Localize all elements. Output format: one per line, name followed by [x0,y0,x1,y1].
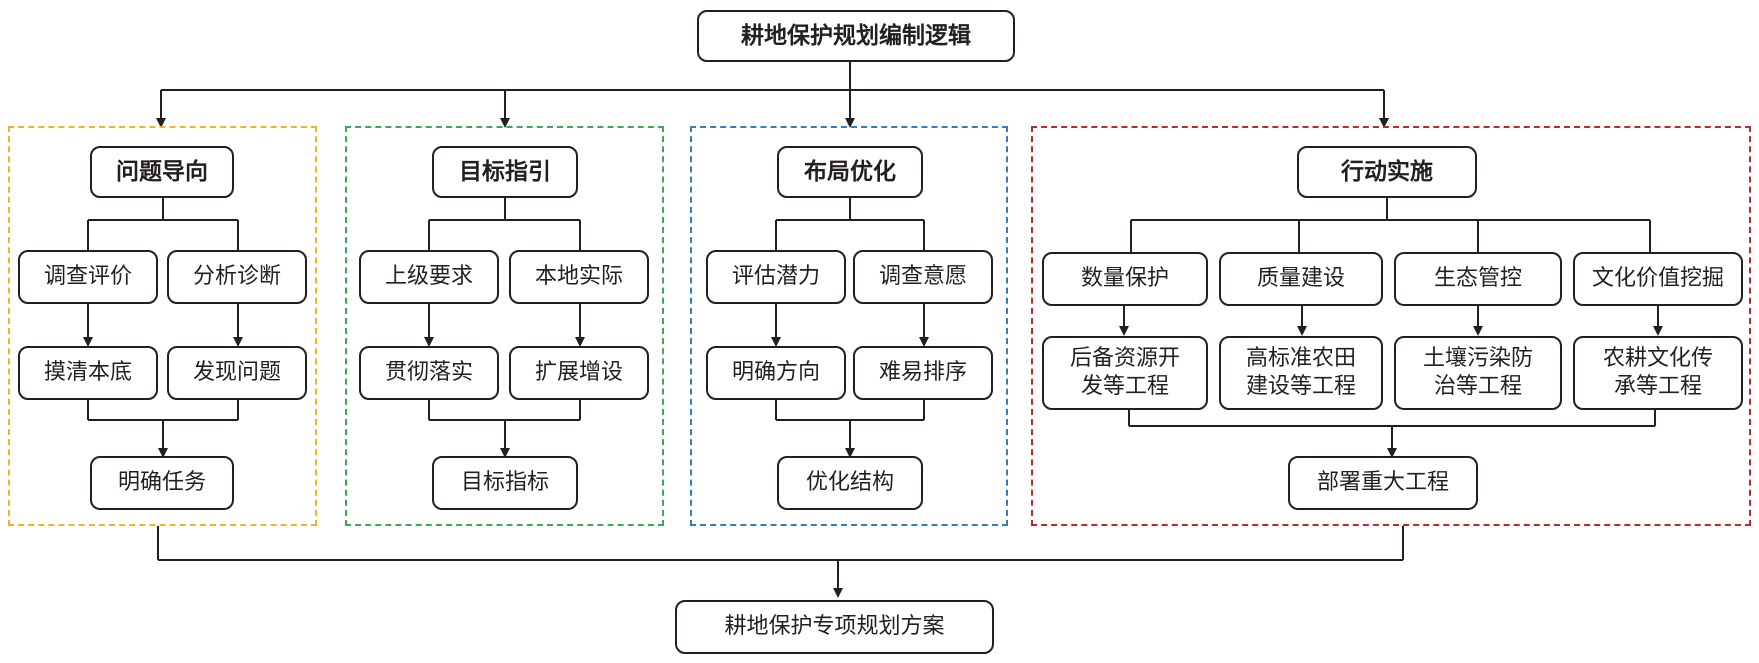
diagram-title: 耕地保护规划编制逻辑 [697,10,1015,62]
action-step-b2: 高标准农田 建设等工程 [1219,336,1383,410]
goal-head: 目标指引 [432,146,578,198]
layout-step-b2: 难易排序 [853,346,993,400]
goal-step-a1: 上级要求 [359,250,499,304]
panel-goal [345,126,664,526]
action-result: 部署重大工程 [1288,456,1478,510]
panel-problem [8,126,317,526]
layout-step-a1: 评估潜力 [706,250,846,304]
layout-head: 布局优化 [777,146,923,198]
action-step-a2: 质量建设 [1219,252,1383,306]
problem-result: 明确任务 [90,456,234,510]
action-step-b1: 后备资源开 发等工程 [1042,336,1208,410]
problem-step-a1: 调查评价 [18,250,158,304]
action-step-b4: 农耕文化传 承等工程 [1573,336,1743,410]
panel-layout [690,126,1008,526]
problem-step-b1: 摸清本底 [18,346,158,400]
action-step-a3: 生态管控 [1394,252,1562,306]
problem-head: 问题导向 [90,146,234,198]
action-head: 行动实施 [1297,146,1477,198]
goal-step-b1: 贯彻落实 [359,346,499,400]
layout-result: 优化结构 [777,456,923,510]
panel-action [1031,126,1751,526]
action-step-b3: 土壤污染防 治等工程 [1394,336,1562,410]
problem-step-a2: 分析诊断 [167,250,307,304]
final-plan: 耕地保护专项规划方案 [675,600,994,654]
problem-step-b2: 发现问题 [167,346,307,400]
action-step-a4: 文化价值挖掘 [1573,252,1743,306]
layout-step-a2: 调查意愿 [853,250,993,304]
goal-result: 目标指标 [432,456,578,510]
goal-step-b2: 扩展增设 [509,346,649,400]
goal-step-a2: 本地实际 [509,250,649,304]
layout-step-b1: 明确方向 [706,346,846,400]
action-step-a1: 数量保护 [1042,252,1208,306]
